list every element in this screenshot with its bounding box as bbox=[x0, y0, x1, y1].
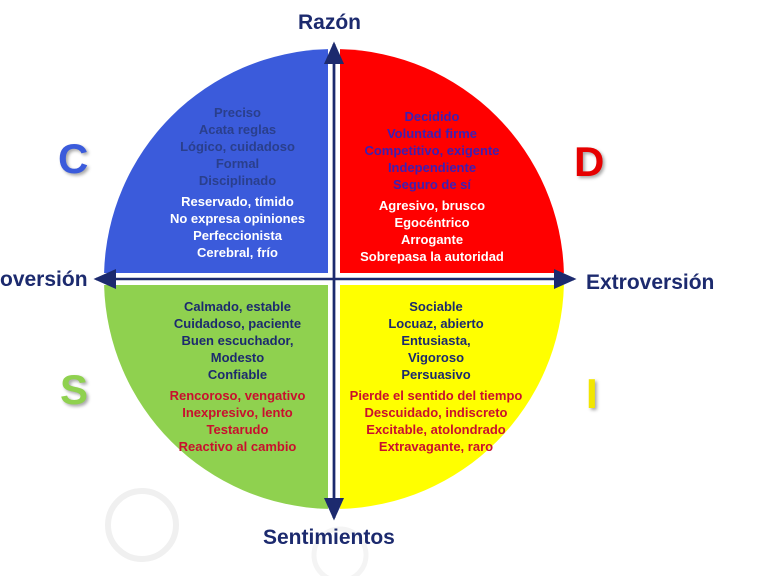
trait-i-negative: Pierde el sentido del tiempo bbox=[349, 388, 523, 403]
axis-label-top: Razón bbox=[298, 11, 361, 34]
letter-d: D bbox=[574, 138, 605, 185]
trait-s-positive: Modesto bbox=[210, 350, 265, 365]
axis-label-right: Extroversión bbox=[586, 271, 715, 294]
quadrant-i bbox=[340, 285, 564, 509]
trait-c-negative: Cerebral, frío bbox=[197, 245, 278, 260]
trait-d-negative: Egocéntrico bbox=[394, 215, 470, 230]
quadrant-s bbox=[104, 285, 328, 509]
trait-s-positive: Buen escuchador, bbox=[181, 333, 294, 348]
trait-c-positive: Preciso bbox=[214, 105, 261, 120]
axis-label-left: oversión bbox=[0, 268, 88, 291]
decorative-ring bbox=[105, 488, 179, 562]
trait-c-negative: No expresa opiniones bbox=[169, 211, 306, 226]
letter-c: C bbox=[58, 135, 89, 182]
trait-i-positive: Locuaz, abierto bbox=[388, 316, 484, 331]
trait-i-negative: Descuidado, indiscreto bbox=[364, 405, 508, 420]
trait-c-positive: Formal bbox=[215, 156, 260, 171]
axis-label-bottom: Sentimientos bbox=[263, 526, 395, 549]
trait-s-negative: Inexpresivo, lento bbox=[182, 405, 293, 420]
trait-d-positive: Seguro de sí bbox=[392, 177, 472, 192]
trait-d-positive: Voluntad firme bbox=[386, 126, 478, 141]
trait-s-positive: Cuidadoso, paciente bbox=[173, 316, 302, 331]
trait-c-negative: Perfeccionista bbox=[193, 228, 282, 243]
letter-s: S bbox=[60, 366, 89, 413]
trait-i-positive: Sociable bbox=[409, 299, 463, 314]
trait-i-positive: Vigoroso bbox=[407, 350, 465, 365]
trait-d-positive: Decidido bbox=[404, 109, 460, 124]
quadrant-c bbox=[104, 49, 328, 273]
trait-c-positive: Disciplinado bbox=[198, 173, 277, 188]
quadrant-d bbox=[340, 49, 564, 273]
trait-c-positive: Lógico, cuidadoso bbox=[180, 139, 295, 154]
decorative-ring bbox=[311, 526, 369, 576]
trait-d-positive: Competitivo, exigente bbox=[364, 143, 500, 158]
trait-i-positive: Entusiasta, bbox=[401, 333, 471, 348]
trait-s-negative: Rencoroso, vengativo bbox=[169, 388, 306, 403]
letter-i: I bbox=[586, 370, 598, 417]
trait-s-positive: Confiable bbox=[207, 367, 268, 382]
trait-s-negative: Testarudo bbox=[206, 422, 269, 437]
trait-d-negative: Sobrepasa la autoridad bbox=[360, 249, 504, 264]
trait-d-positive: Independiente bbox=[387, 160, 477, 175]
trait-i-negative: Extravagante, raro bbox=[378, 439, 494, 454]
trait-c-negative: Reservado, tímido bbox=[181, 194, 294, 209]
trait-d-negative: Agresivo, brusco bbox=[378, 198, 486, 213]
trait-d-negative: Arrogante bbox=[400, 232, 464, 247]
trait-i-positive: Persuasivo bbox=[401, 367, 471, 382]
trait-c-positive: Acata reglas bbox=[198, 122, 277, 137]
trait-i-negative: Excitable, atolondrado bbox=[366, 422, 506, 437]
trait-s-negative: Reactivo al cambio bbox=[178, 439, 297, 454]
trait-s-positive: Calmado, estable bbox=[184, 299, 291, 314]
